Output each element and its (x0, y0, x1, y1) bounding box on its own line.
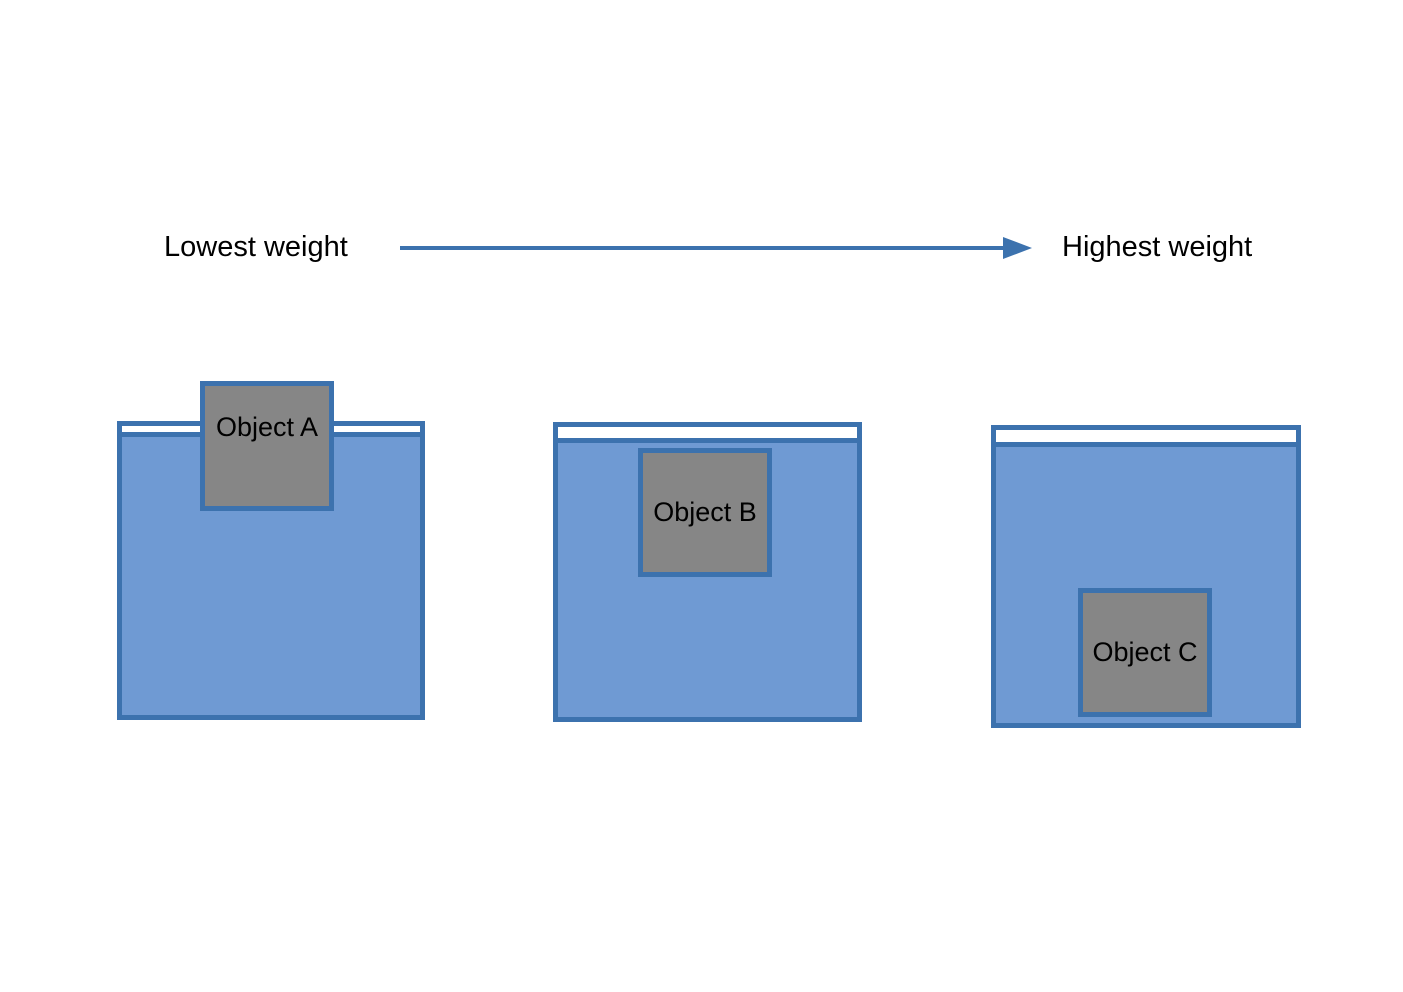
highest-weight-label: Highest weight (1062, 231, 1253, 263)
lowest-weight-label: Lowest weight (164, 231, 348, 263)
object-a: Object A (200, 381, 334, 511)
object-c: Object C (1078, 588, 1212, 717)
weight-direction-arrow-icon (400, 237, 1032, 259)
object-b: Object B (638, 448, 772, 577)
object-b-label: Object B (653, 497, 757, 527)
object-c-label: Object C (1092, 637, 1198, 667)
object-a-label: Object A (215, 411, 319, 442)
